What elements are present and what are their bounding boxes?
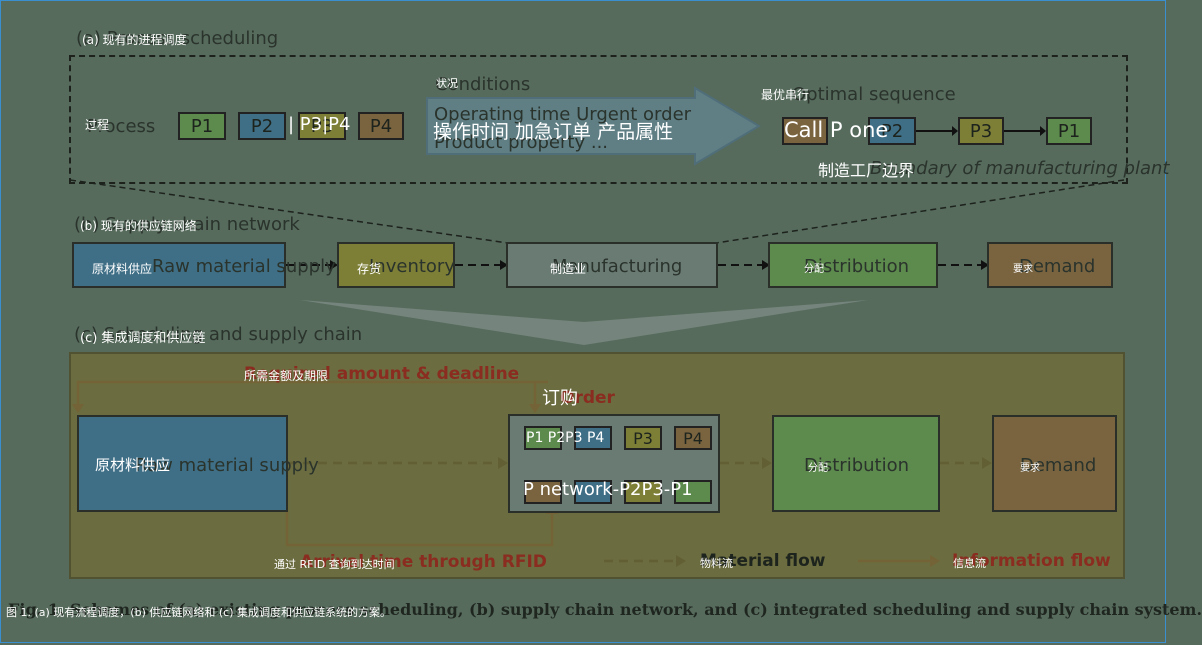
seq-chip-p2: P2 — [868, 117, 916, 145]
plant-label: 制造工厂边界 — [818, 161, 915, 180]
image-frame — [0, 0, 1166, 643]
section-b-title: (b) 现有的供应链网络 — [80, 219, 197, 233]
c-chip-p4: P4 — [674, 426, 712, 450]
optimal-label: 最优串行 — [761, 88, 810, 102]
distribution-label: 分配 — [808, 463, 828, 474]
c-chip-p3: P3 — [624, 426, 662, 450]
p3p4-overlay: | P3|P4 — [288, 114, 351, 135]
network-overlay: P network-P2P3-P1 — [523, 479, 693, 500]
optimal-ghost: Optimal sequence — [792, 84, 956, 105]
amount-ghost: Required amount & deadline — [244, 364, 520, 384]
section-a-ghost: (a) Process scheduling — [76, 28, 279, 49]
c-chip-p1 — [524, 426, 562, 450]
node-manufacturing-ghost: Manufacturing — [552, 256, 683, 277]
raw-material-label: 原材料供应 — [95, 456, 171, 474]
conditions-label: 状况 — [436, 77, 458, 90]
node-demand-ghost: Demand — [1019, 256, 1096, 277]
distribution-ghost: Distribution — [804, 455, 910, 476]
legend-info-ghost: Information flow — [952, 551, 1111, 571]
plant-ghost: Boundary of manufacturing plant — [870, 158, 1170, 179]
process-ghost: Process — [87, 116, 156, 137]
rfid-label: 通过 RFID 查询到达时间 — [274, 558, 395, 571]
section-a-title: (a) 现有的进程调度 — [82, 33, 187, 47]
chip-p3: P3 — [298, 112, 346, 140]
node-distribution: Distribution 分配 — [768, 242, 938, 288]
node-demand-label: 要求 — [1013, 264, 1033, 275]
seq-arrows — [916, 126, 1046, 136]
c-chips-overlay: P1 P2P3 P4 — [526, 430, 605, 446]
process-scheduling-panel — [69, 55, 1128, 184]
node-inventory-label: 存货 — [357, 262, 382, 276]
raw-material-block: Raw material supply 原材料供应 — [77, 415, 319, 512]
node-raw-material: Raw material supply 原材料供应 — [72, 242, 336, 288]
arrow-ghost-2: Product property ... — [434, 132, 609, 153]
chip-p4: P4 — [358, 112, 404, 140]
figure-caption-ghost: Fig. 1. Schemes of (a) existing process … — [8, 600, 1202, 619]
c-seq-chip-3 — [624, 480, 662, 504]
order-ghost: Order — [560, 388, 615, 408]
node-inventory: Inventory 存货 — [337, 242, 455, 288]
conditions-overlay: 操作时间 加急订单 产品属性 — [433, 121, 674, 143]
c-seq-chip-2 — [574, 480, 612, 504]
order-label: 订购 — [542, 388, 578, 409]
seq-chip-p4 — [782, 117, 828, 145]
seq-chip-p3: P3 — [958, 117, 1004, 145]
legend-info-label: 信息流 — [953, 557, 986, 570]
demand-label: 要求 — [1020, 463, 1040, 474]
node-demand: Demand 要求 — [987, 242, 1113, 288]
demand-block: Demand 要求 — [992, 415, 1117, 512]
seq-chip-p1: P1 — [1046, 117, 1092, 145]
process-label: 过程 — [85, 118, 110, 132]
node-distribution-ghost: Distribution — [804, 256, 910, 277]
demand-ghost: Demand — [1020, 455, 1097, 476]
distribution-block: Distribution 分配 — [772, 415, 940, 512]
c-chip-p2 — [574, 426, 612, 450]
node-raw-material-label: 原材料供应 — [92, 262, 153, 276]
legend-material-label: 物料流 — [700, 557, 733, 570]
raw-material-ghost: Raw material supply — [135, 455, 319, 476]
arrow-ghost-1: Operating time Urgent order — [434, 104, 692, 125]
chip-p2: P2 — [238, 112, 286, 140]
node-manufacturing: Manufacturing 制造业 — [506, 242, 718, 288]
conditions-ghost: Conditions — [435, 74, 531, 95]
section-b-ghost: (b) Supply chain network — [74, 214, 300, 235]
c-seq-chip-4 — [674, 480, 712, 504]
section-c-title: (c) 集成调度和供应链 — [80, 331, 206, 346]
c-seq-chip-1 — [524, 480, 562, 504]
call-p-one: Call P one — [784, 118, 889, 142]
chip-p1: P1 — [178, 112, 226, 140]
amount-label: 所需金额及期限 — [244, 369, 329, 383]
conditions-arrow — [426, 86, 761, 166]
figure-caption: 图 1. (a) 现有流程调度，(b) 供应链网络和 (c) 集成调度和供应链系… — [6, 606, 391, 619]
node-manufacturing-label: 制造业 — [550, 262, 587, 276]
node-distribution-label: 分配 — [804, 264, 824, 275]
rfid-ghost: Arrival time through RFID — [300, 552, 547, 572]
section-c-ghost: (c) Scheduling and supply chain — [74, 324, 363, 345]
node-raw-material-ghost: Raw material supply — [152, 256, 336, 277]
node-inventory-ghost: Inventory — [369, 256, 455, 277]
legend-material-ghost: Material flow — [700, 551, 826, 571]
